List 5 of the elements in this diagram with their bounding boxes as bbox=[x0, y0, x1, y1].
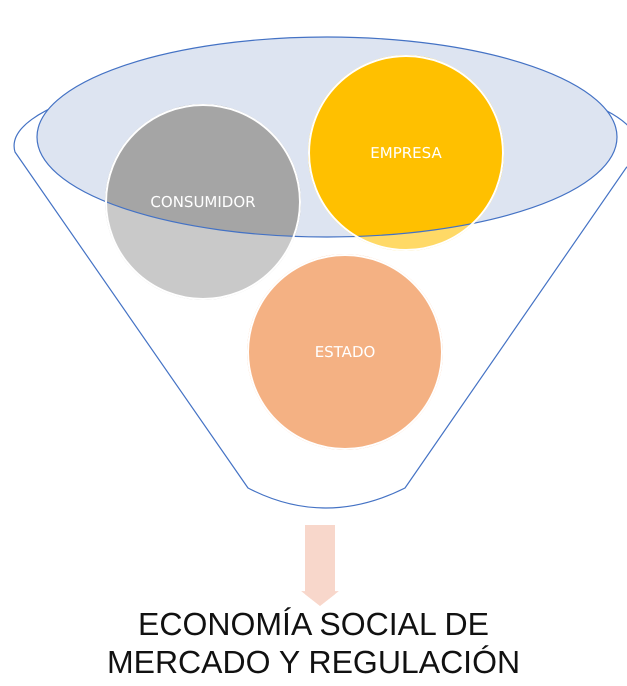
result-text: ECONOMÍA SOCIAL DE MERCADO Y REGULACIÓN bbox=[106, 605, 522, 682]
circle-label: CONSUMIDOR bbox=[149, 193, 257, 211]
circle-label: EMPRESA bbox=[369, 144, 443, 162]
circle-label: ESTADO bbox=[314, 343, 376, 361]
arrow bbox=[301, 525, 339, 606]
